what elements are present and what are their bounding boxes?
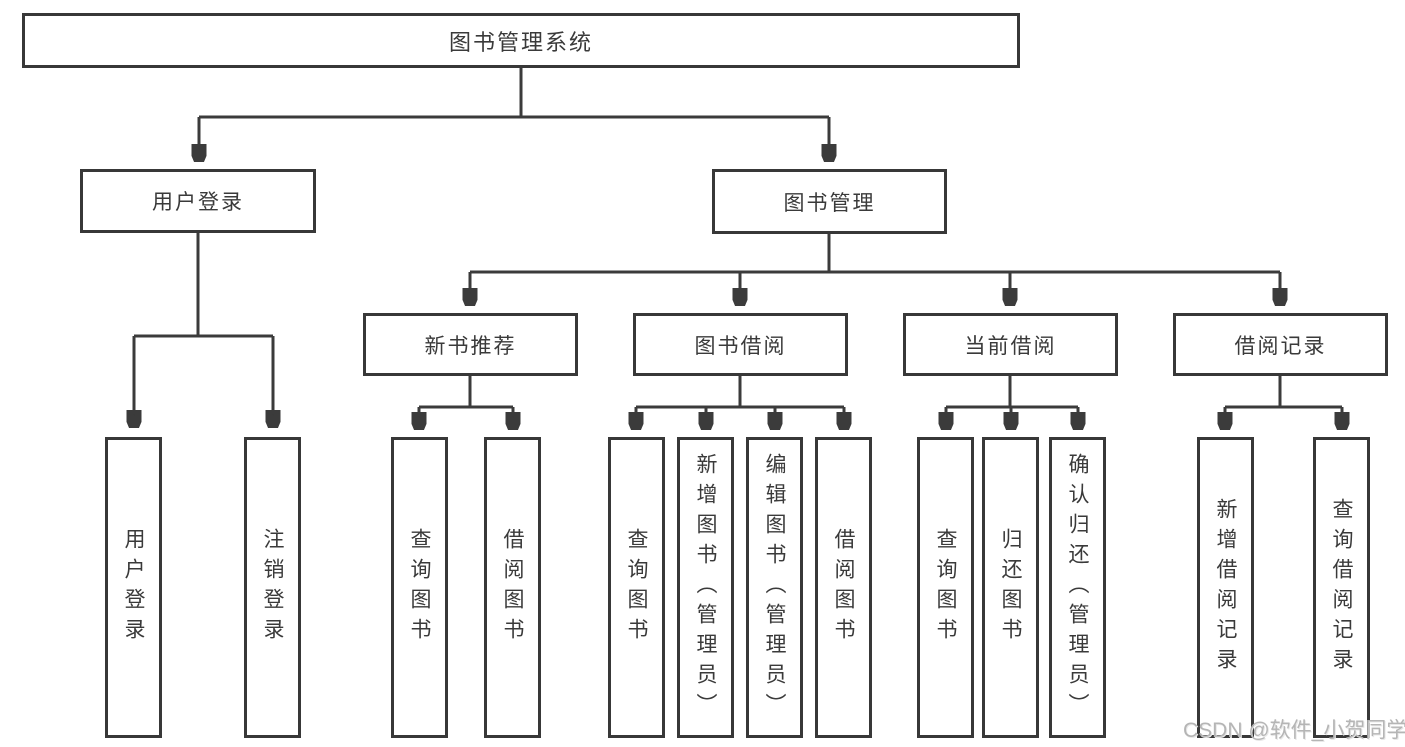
edge-borrow-records-split <box>1225 376 1342 409</box>
node-label: 借阅图书 <box>832 527 855 648</box>
node-book-management: 图书管理 <box>712 169 947 234</box>
leaf-query-books-borrow: 查询图书 <box>608 437 665 738</box>
edge-new-book-rec-split <box>419 376 513 409</box>
node-label: 归还图书 <box>999 527 1022 648</box>
node-borrow-records: 借阅记录 <box>1173 313 1388 376</box>
node-label: 借阅记录 <box>1234 334 1327 358</box>
leaf-return-books: 归还图书 <box>982 437 1039 738</box>
edge-root-split <box>199 68 829 119</box>
edge-book-borrow-split <box>636 376 844 409</box>
node-label: 查询图书 <box>625 527 648 648</box>
leaf-query-borrow-record: 查询借阅记录 <box>1313 437 1370 738</box>
edge-current-borrow-split <box>946 376 1078 409</box>
node-current-borrow: 当前借阅 <box>903 313 1118 376</box>
node-label: 图书管理 <box>783 191 876 215</box>
node-label: 当前借阅 <box>964 334 1057 358</box>
node-label: 借阅图书 <box>501 527 524 648</box>
leaf-confirm-return-admin: 确认归还（管理员） <box>1049 437 1106 738</box>
node-label: 用户登录 <box>152 191 244 214</box>
leaf-borrow-books-borrow: 借阅图书 <box>815 437 872 738</box>
node-label: 编辑图书（管理员） <box>763 452 786 723</box>
node-label: 新增借阅记录 <box>1214 497 1237 678</box>
leaf-borrow-books-rec: 借阅图书 <box>484 437 541 738</box>
leaf-query-books-current: 查询图书 <box>917 437 974 738</box>
leaf-add-books-admin: 新增图书（管理员） <box>677 437 734 738</box>
leaf-edit-books-admin: 编辑图书（管理员） <box>746 437 803 738</box>
node-label: 注销登录 <box>261 527 284 648</box>
watermark: CSDN @软件_小贺同学 <box>1183 719 1405 742</box>
node-library-system: 图书管理系统 <box>22 13 1020 68</box>
node-book-borrow: 图书借阅 <box>633 313 848 376</box>
edge-user-login-split <box>134 233 273 338</box>
node-label: 新增图书（管理员） <box>694 452 717 723</box>
node-label: 确认归还（管理员） <box>1066 452 1089 723</box>
node-user-login: 用户登录 <box>80 169 316 233</box>
node-label: 查询图书 <box>408 527 431 648</box>
node-label: 图书管理系统 <box>448 29 593 55</box>
node-label: 查询借阅记录 <box>1330 497 1353 678</box>
edge-book-mgmt-split <box>470 234 1280 274</box>
node-label: 图书借阅 <box>694 334 787 358</box>
leaf-add-borrow-record: 新增借阅记录 <box>1197 437 1254 738</box>
node-label: 用户登录 <box>122 527 145 648</box>
leaf-query-books-rec: 查询图书 <box>391 437 448 738</box>
node-label: 新书推荐 <box>424 334 517 358</box>
node-label: 查询图书 <box>934 527 957 648</box>
node-new-book-recommend: 新书推荐 <box>363 313 578 376</box>
leaf-user-login: 用户登录 <box>105 437 162 738</box>
leaf-logout-login: 注销登录 <box>244 437 301 738</box>
